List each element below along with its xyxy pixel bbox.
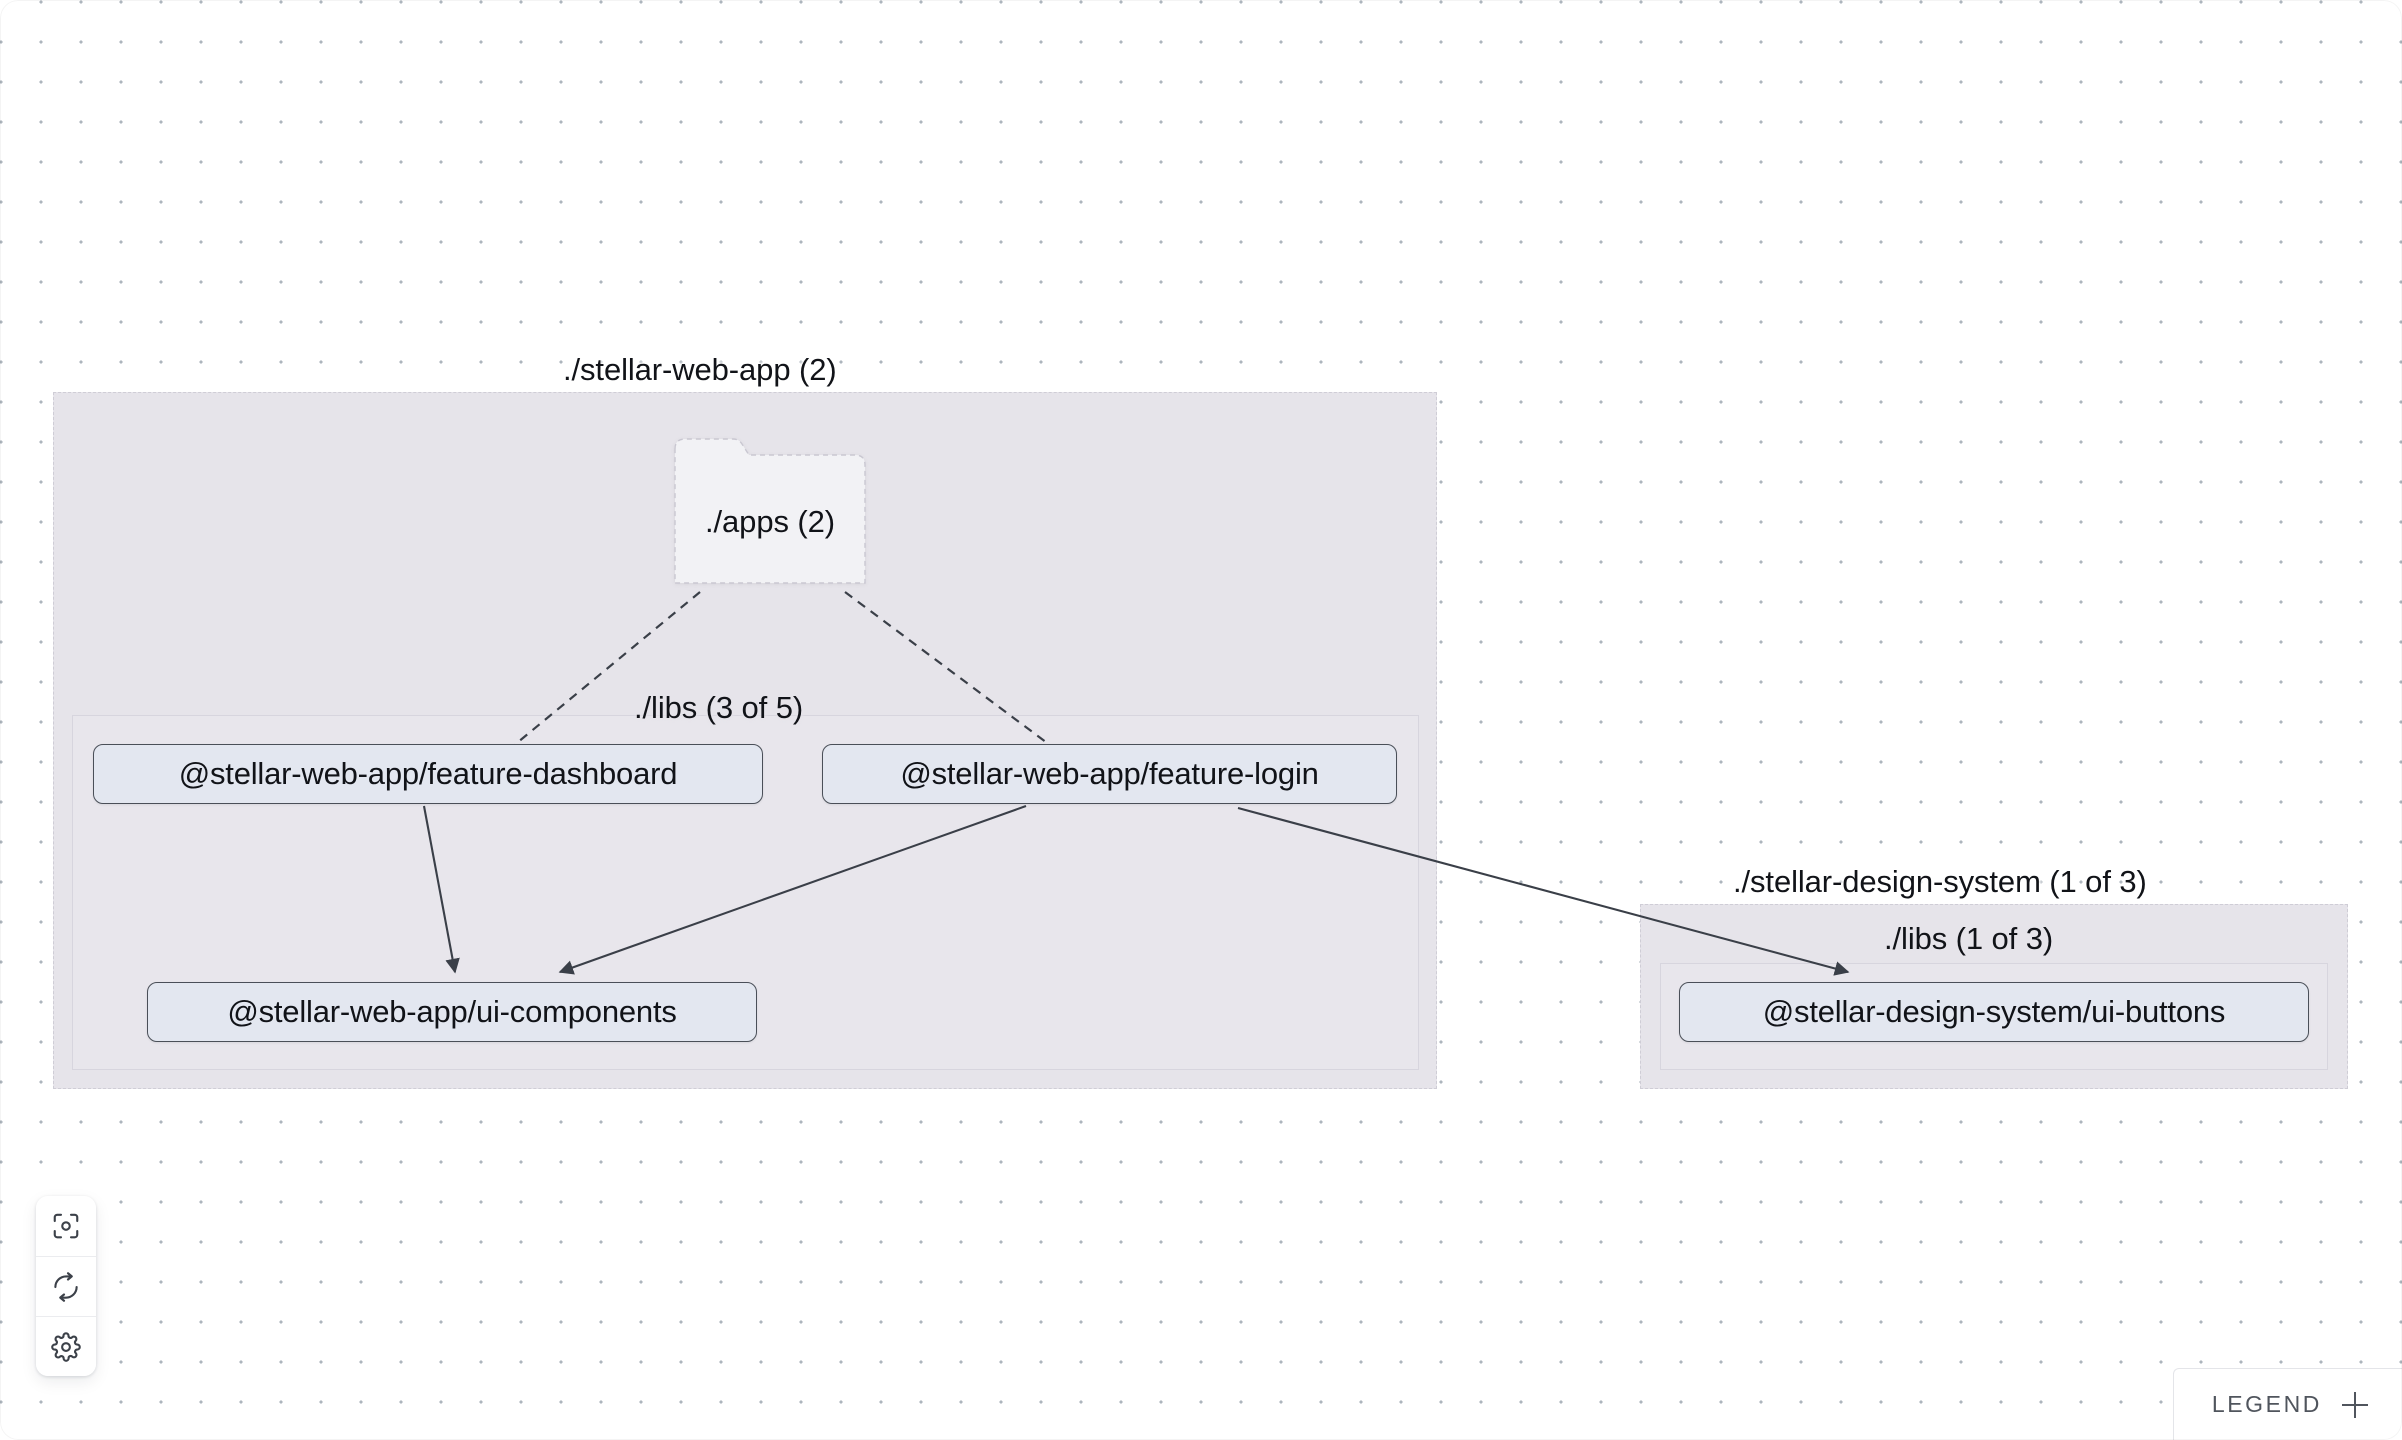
libs-group-title-web-app: ./libs (3 of 5)	[634, 690, 804, 725]
lib-node-feature-login[interactable]: @stellar-web-app/feature-login	[822, 744, 1397, 804]
focus-graph-button[interactable]	[36, 1196, 96, 1256]
focus-target-icon	[51, 1211, 81, 1241]
libs-group-title-design-system: ./libs (1 of 3)	[1884, 921, 2054, 956]
folder-icon-shape	[674, 438, 866, 584]
project-group-title-stellar-web-app: ./stellar-web-app (2)	[563, 352, 837, 387]
lib-node-ui-components[interactable]: @stellar-web-app/ui-components	[147, 982, 757, 1042]
folder-node-label-apps: ./apps (2)	[705, 504, 835, 539]
project-group-title-stellar-design-system: ./stellar-design-system (1 of 3)	[1733, 864, 2147, 899]
refresh-icon	[51, 1271, 81, 1302]
lib-node-feature-dashboard[interactable]: @stellar-web-app/feature-dashboard	[93, 744, 763, 804]
folder-node-apps[interactable]: ./apps (2)	[669, 437, 871, 589]
legend-toggle[interactable]: LEGEND	[2172, 1368, 2402, 1440]
settings-button[interactable]	[36, 1316, 96, 1376]
legend-label: LEGEND	[2211, 1391, 2322, 1417]
gear-icon	[51, 1331, 81, 1362]
refresh-graph-button[interactable]	[36, 1256, 96, 1316]
graph-controls[interactable]	[36, 1196, 96, 1376]
lib-node-ui-buttons[interactable]: @stellar-design-system/ui-buttons	[1679, 982, 2309, 1042]
plus-icon	[2342, 1391, 2368, 1418]
